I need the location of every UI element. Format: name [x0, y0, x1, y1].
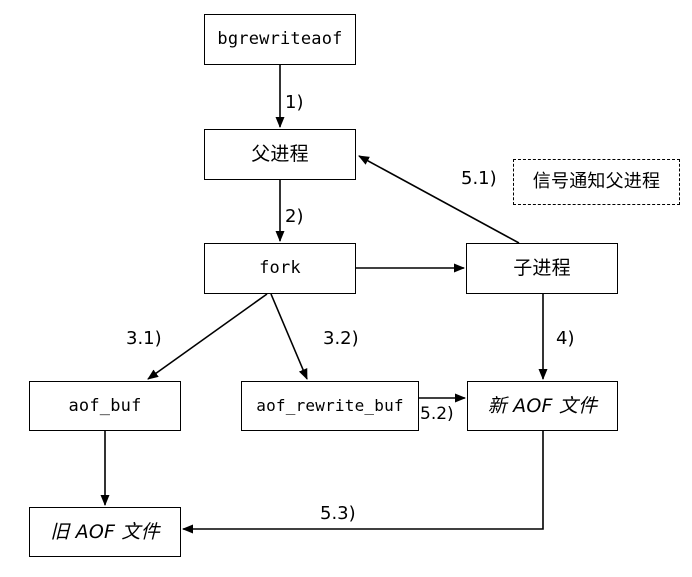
node-bgrewriteaof-label: bgrewriteaof [217, 29, 343, 49]
node-bgrewriteaof[interactable]: bgrewriteaof [204, 14, 356, 65]
edge-new-aof-to-old-aof [182, 431, 544, 534]
node-old-aof-file[interactable]: 旧 AOF 文件 [29, 507, 181, 557]
node-aof-rewrite-buf-label: aof_rewrite_buf [256, 396, 404, 415]
node-signal-notice-label: 信号通知父进程 [532, 171, 661, 192]
node-aof-buf-label: aof_buf [68, 395, 142, 416]
edge-label-3-1: 3.1) [126, 328, 162, 349]
node-signal-notice[interactable]: 信号通知父进程 [513, 159, 680, 205]
edge-label-4: 4) [556, 328, 575, 349]
node-fork[interactable]: fork [204, 243, 356, 294]
edge-label-3-2: 3.2) [323, 328, 359, 349]
edge-label-5-3: 5.3) [320, 503, 356, 524]
node-aof-buf[interactable]: aof_buf [29, 381, 181, 431]
node-child-process-label: 子进程 [513, 257, 571, 279]
edge-child-to-parent [358, 155, 520, 244]
edge-fork-to-aof-buf [147, 293, 268, 380]
edge-label-5-1: 5.1) [461, 168, 497, 189]
edge-label-1: 1) [285, 92, 304, 113]
node-parent-process[interactable]: 父进程 [204, 129, 356, 180]
edge-label-5-2: 5.2) [420, 404, 454, 424]
node-aof-rewrite-buf[interactable]: aof_rewrite_buf [241, 381, 419, 431]
edge-label-2: 2) [285, 206, 304, 227]
node-new-aof-file-label: 新 AOF 文件 [487, 394, 598, 417]
node-new-aof-file[interactable]: 新 AOF 文件 [467, 381, 618, 431]
node-fork-label: fork [259, 258, 301, 278]
node-parent-process-label: 父进程 [251, 143, 309, 165]
edge-fork-to-aof-rewrite-buf [270, 293, 308, 380]
node-child-process[interactable]: 子进程 [466, 243, 618, 294]
node-old-aof-file-label: 旧 AOF 文件 [50, 520, 160, 543]
